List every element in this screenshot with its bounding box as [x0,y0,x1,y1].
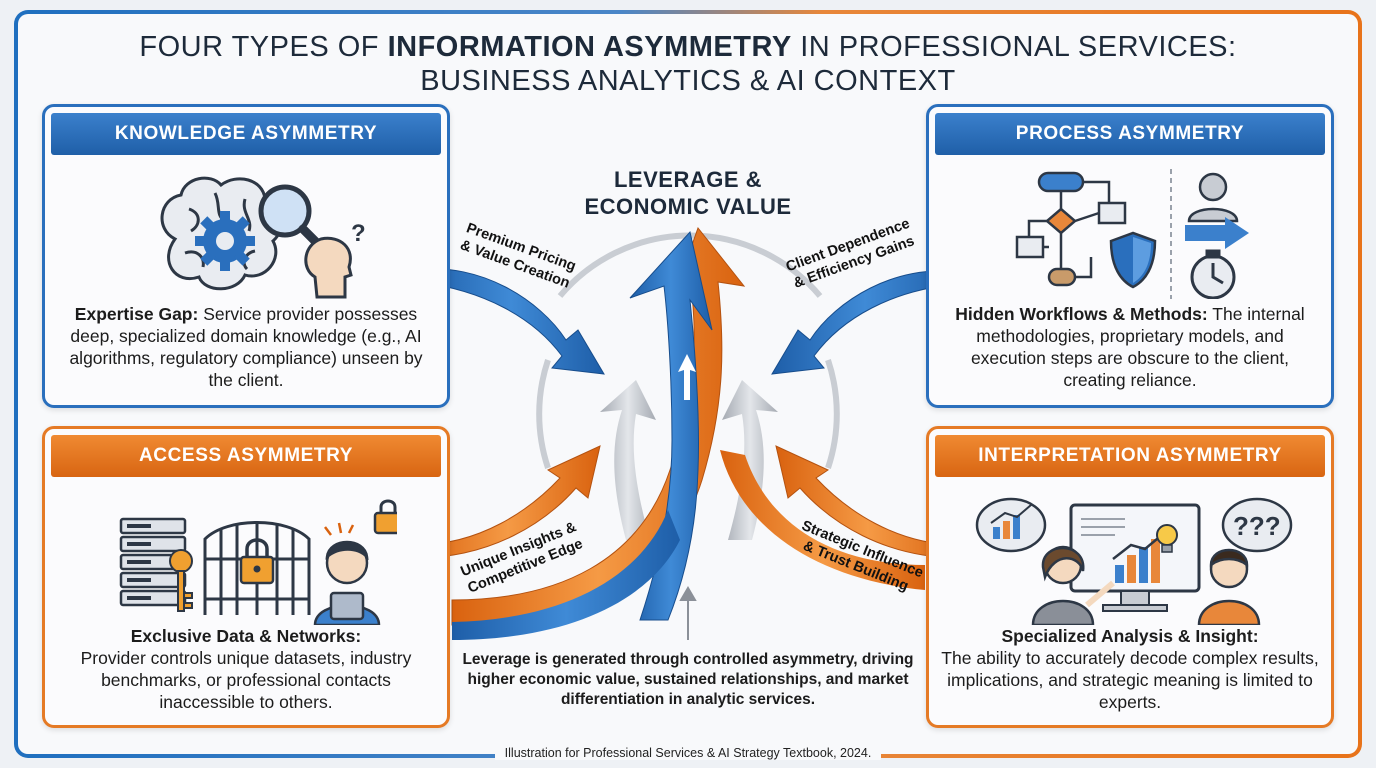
access-asymmetry-panel: ACCESS ASYMMETRY [42,426,450,728]
interpretation-lead: Specialized Analysis & Insight: [1001,626,1259,646]
white-highlight-arrow [678,354,696,400]
server-icon [119,517,187,607]
knowledge-lead: Expertise Gap: [74,304,199,324]
access-text: Provider controls unique datasets, indus… [80,648,412,712]
expert-person-icon [1031,545,1115,625]
orange-arrow-bottom-left [415,445,601,559]
title-part-bold: INFORMATION ASYMMETRY [387,31,792,63]
process-asymmetry-panel: PROCESS ASYMMETRY [926,104,1334,408]
knowledge-asymmetry-header: KNOWLEDGE ASYMMETRY [51,113,441,155]
shield-icon [1109,231,1157,289]
arrow-right-icon [1185,217,1249,249]
bottom-up-arrow [679,586,697,640]
interpretation-illustration: ??? [975,497,1293,625]
leverage-label-line-1: LEVERAGE & [613,167,763,192]
process-text: The internal methodologies, proprietary … [970,304,1305,390]
leverage-label: LEVERAGE & ECONOMIC VALUE [560,166,816,220]
flowchart-icon [1015,171,1127,287]
access-asymmetry-header: ACCESS ASYMMETRY [51,435,441,477]
page-title: FOUR TYPES OF INFORMATION ASYMMETRY IN P… [0,30,1376,98]
orange-arrow-bottom-right [775,445,961,559]
confused-person-icon: ? [304,220,365,299]
title-part-1: FOUR TYPES OF [139,31,388,63]
interpretation-asymmetry-panel: INTERPRETATION ASYMMETRY ??? [926,426,1334,728]
leverage-label-line-2: ECONOMIC VALUE [584,194,792,219]
key-icon [169,549,193,612]
frustrated-person-icon [313,522,381,625]
svg-text:???: ??? [1233,511,1281,541]
chart-bubble-icon [975,497,1047,553]
knowledge-text: Service provider possesses deep, special… [69,304,423,390]
svg-text:?: ? [351,220,365,247]
gate-icon [203,521,311,615]
process-asymmetry-header: PROCESS ASYMMETRY [935,113,1325,155]
process-lead: Hidden Workflows & Methods: [955,304,1208,324]
question-bubble-icon: ??? [1221,497,1293,553]
footer-text: Illustration for Professional Services &… [494,746,882,760]
gray-arrows [600,380,778,540]
title-part-2: IN PROFESSIONAL SERVICES: [791,31,1237,63]
interpretation-description: Specialized Analysis & Insight:The abili… [939,625,1321,713]
knowledge-description: Expertise Gap: Service provider possesse… [55,303,437,391]
footer-caption: Illustration for Professional Services &… [0,746,1376,760]
blue-center-arrow [629,230,713,621]
blue-left-swoosh [452,510,680,640]
clock-icon [1190,249,1236,299]
knowledge-illustration: ? [160,176,365,299]
orange-right-swoosh [720,450,925,590]
interpretation-text: The ability to accurately decode complex… [941,648,1319,712]
access-illustration [119,499,397,625]
blue-arrow-top-right [771,270,959,375]
client-person-icon [1197,548,1261,625]
lightbulb-icon [1156,524,1178,553]
interpretation-asymmetry-header: INTERPRETATION ASYMMETRY [935,435,1325,477]
access-lead: Exclusive Data & Networks: [130,626,362,646]
access-description: Exclusive Data & Networks:Provider contr… [55,625,437,713]
process-illustration [1015,169,1249,299]
process-description: Hidden Workflows & Methods: The internal… [939,303,1321,391]
title-line-2: BUSINESS ANALYTICS & AI CONTEXT [420,65,956,97]
knowledge-asymmetry-panel: KNOWLEDGE ASYMMETRY ? Expertise Gap: Ser… [42,104,450,408]
padlock-icon [239,538,275,585]
blue-arrow-top-left [417,268,605,375]
small-padlock-icon [373,499,397,535]
gear-icon [195,211,255,271]
person-icon [1187,172,1239,223]
summary-text: Leverage is generated through controlled… [462,651,914,708]
monitor-chart-icon [1069,503,1201,612]
